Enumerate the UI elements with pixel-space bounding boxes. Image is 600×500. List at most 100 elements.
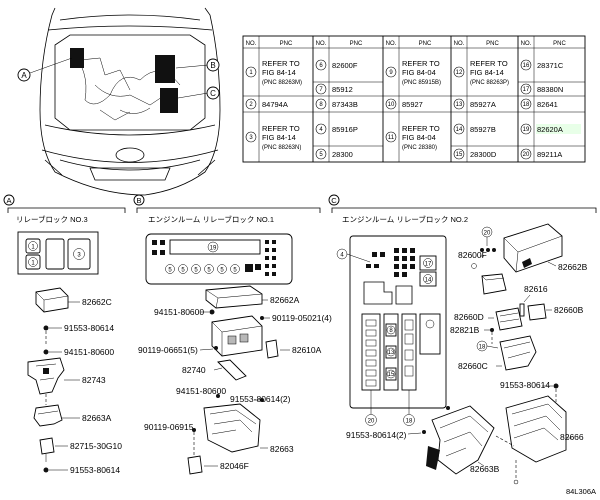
section-b-title: エンジンルーム リレーブロック NO.1: [148, 214, 274, 224]
table-pnc[interactable]: 89211A: [537, 150, 562, 159]
section-c-circle: [328, 194, 340, 206]
table-pnc[interactable]: 87343B: [332, 100, 358, 109]
relay-column-2: [401, 313, 417, 391]
label-c-8: 8: [389, 328, 393, 334]
table-pnc[interactable]: 85927A: [470, 100, 496, 109]
label-b-19: 19: [210, 246, 217, 252]
table-pnc[interactable]: (PNC 28380): [402, 145, 437, 151]
relay-slot-2: [45, 238, 65, 270]
fuse-strip-19: [169, 239, 261, 255]
table-pnc[interactable]: 85927B: [470, 125, 496, 134]
label-c-20-bottom: 20: [368, 419, 375, 425]
relay-slot-1-top: [25, 238, 41, 254]
callout-c-circle: [206, 86, 220, 100]
label-91553-80614-a: 91553-80614: [64, 323, 114, 333]
table-pnc[interactable]: FIG 84-14: [262, 133, 296, 142]
fuse-no-3: 5: [194, 268, 198, 274]
bracket-82666: [505, 395, 567, 463]
table-pnc[interactable]: (PNC 88263N): [262, 145, 301, 151]
table-pnc[interactable]: 85916P: [332, 125, 358, 134]
table-pnc[interactable]: 28371C: [537, 61, 564, 70]
table-item-no: 4: [319, 127, 323, 133]
table-pnc[interactable]: FIG 84-14: [470, 68, 504, 77]
relay-block-no2-location: [160, 88, 178, 113]
label-94151-80600-b: 94151-80600: [154, 307, 204, 317]
table-pnc[interactable]: FIG 84-04: [402, 68, 436, 77]
table-item-no: 3: [249, 135, 253, 141]
label-82821b: 82821B: [450, 325, 480, 335]
section-c-drawing: 4 17 14 8 13 15 20 18: [336, 223, 588, 485]
header-no: NO.: [386, 41, 397, 47]
table-item-no: 7: [319, 87, 323, 93]
cover-82663a: [33, 404, 63, 427]
connector-82046f: [187, 455, 203, 475]
block-82610: [211, 315, 263, 357]
section-c: C エンジンルーム リレーブロック NO.2: [328, 194, 597, 224]
section-a-title: リレーブロック NO.3: [16, 214, 88, 224]
table-pnc[interactable]: 82600F: [332, 61, 358, 70]
table-item-no: 18: [523, 102, 530, 108]
table-pnc[interactable]: 85912: [332, 85, 353, 94]
label-82660b: 82660B: [554, 305, 584, 315]
relay-slot-large: [419, 313, 441, 355]
section-a-circle: [3, 194, 15, 206]
table-pnc[interactable]: 28300: [332, 150, 353, 159]
table-pnc[interactable]: 88380N: [537, 85, 563, 94]
section-b: B エンジンルーム リレーブロック NO.1: [133, 194, 321, 224]
cover-82662a: [205, 285, 263, 309]
car-engine-bay-illustration: A B C: [17, 7, 221, 196]
label-82660c: 82660C: [458, 361, 488, 371]
table-item-no: 1: [249, 70, 253, 76]
table-item-no: 8: [319, 102, 323, 108]
callout-a-circle: [17, 68, 31, 82]
header-pnc: PNC: [280, 41, 293, 47]
section-a-drawing: 1 1 3 82662C 91553-80614 94151-80600 827…: [17, 231, 122, 475]
table-pnc[interactable]: REFER TO: [402, 59, 440, 68]
label-90119-06651: 90119-06651(5): [138, 345, 198, 355]
grommet-82715: [39, 437, 55, 455]
label-c-17: 17: [425, 262, 432, 268]
table-pnc[interactable]: REFER TO: [262, 124, 300, 133]
fuse-no-4: 5: [207, 268, 211, 274]
label-c-18-top: 18: [479, 345, 486, 351]
label-82600f: 82600F: [458, 250, 487, 260]
callout-c: C: [210, 89, 216, 98]
label-82662c: 82662C: [82, 297, 112, 307]
table-pnc[interactable]: REFER TO: [470, 59, 508, 68]
connector-82660b: [527, 303, 547, 321]
section-b-letter: B: [136, 196, 141, 205]
label-82662a: 82662A: [270, 295, 300, 305]
label-82743: 82743: [82, 375, 106, 385]
callout-a: A: [21, 71, 27, 80]
label-c-4: 4: [340, 253, 344, 259]
table-pnc[interactable]: 82641: [537, 100, 558, 109]
label-94151-80600-a: 94151-80600: [64, 347, 114, 357]
label-94151-80600-b2: 94151-80600: [176, 386, 226, 396]
table-pnc[interactable]: (PNC 88263M): [262, 80, 302, 86]
relay-slot-1-bottom: [25, 254, 41, 270]
label-91553-80614-a2: 91553-80614: [70, 465, 120, 475]
callout-b: B: [210, 61, 215, 70]
fuse-column-20: [361, 313, 381, 391]
table-pnc[interactable]: (PNC 85915B): [402, 80, 441, 86]
table-item-no: 10: [388, 102, 395, 108]
table-item-no: 9: [389, 70, 393, 76]
table-pnc[interactable]: REFER TO: [402, 124, 440, 133]
table-pnc[interactable]: REFER TO: [262, 59, 300, 68]
table-pnc[interactable]: 84794A: [262, 100, 288, 109]
table-pnc[interactable]: 28300D: [470, 150, 497, 159]
header-no: NO.: [316, 41, 327, 47]
table-pnc-highlighted[interactable]: 82620A: [537, 125, 563, 134]
table-pnc[interactable]: FIG 84-04: [402, 133, 436, 142]
label-82663a: 82663A: [82, 413, 112, 423]
relay-82610a: [265, 339, 279, 359]
table-pnc[interactable]: 85927: [402, 100, 423, 109]
section-c-title: エンジンルーム リレーブロック NO.2: [342, 214, 468, 224]
table-item-no: 2: [249, 102, 253, 108]
table-item-no: 5: [319, 152, 323, 158]
table-pnc[interactable]: (PNC 88263P): [470, 80, 509, 86]
table-item-no: 16: [523, 63, 530, 69]
table-pnc[interactable]: FIG 84-14: [262, 68, 296, 77]
bracket-82743: [27, 357, 65, 395]
